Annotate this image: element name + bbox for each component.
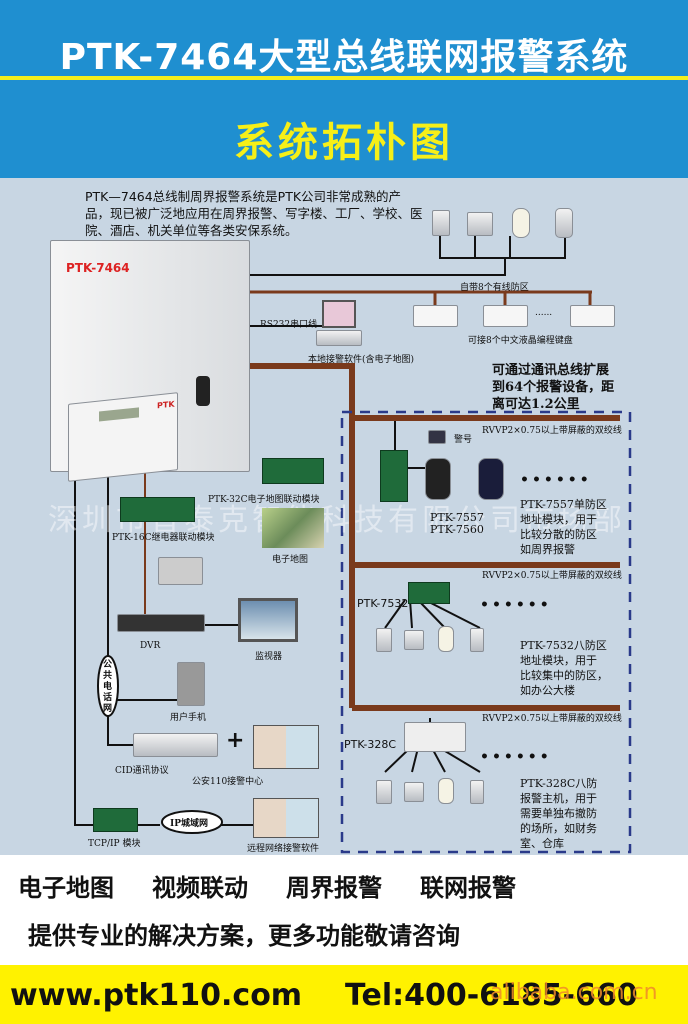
emap-image	[262, 508, 324, 548]
phone-line	[107, 475, 135, 746]
relay-module-icon	[120, 497, 195, 522]
computer-base	[316, 330, 362, 346]
intro-text: PTK—7464总线制周界报警系统是PTK公司非常成熟的产品，现已被广泛地应用在…	[85, 189, 423, 238]
address-module-icon	[380, 450, 408, 502]
local-software-label: 本地接警软件(含电子地图)	[308, 355, 415, 365]
ellipsis: ••••••	[480, 597, 552, 613]
website-link[interactable]: www.ptk110.com	[10, 978, 303, 1013]
tcpip-module-icon	[93, 808, 138, 832]
rs232-label: RS232串口线	[260, 320, 318, 330]
header-banner	[0, 0, 688, 178]
remote-software-label: 远程网络接警软件	[247, 844, 320, 854]
feature-item: 联网报警	[420, 874, 516, 902]
user-phone-label: 用户手机	[170, 713, 207, 723]
expansion-frame	[340, 410, 632, 854]
divider	[0, 76, 688, 80]
s2-description: PTK-7532八防区地址模块，用于比较集中的防区，如办公大楼	[520, 639, 608, 697]
ellipsis: ......	[535, 308, 553, 318]
footer-band	[0, 965, 688, 1024]
panel-label: PTK-7464	[66, 261, 130, 275]
wired-zone-line	[250, 258, 506, 276]
sensor-bus	[439, 236, 566, 259]
ellipsis: ••••••	[480, 749, 552, 765]
expand-note: 可通过通讯总线扩展到64个报警设备，距离可达1.2公里	[492, 363, 615, 412]
map-module-icon	[262, 458, 324, 484]
phone-net-oval	[97, 655, 119, 717]
footer-watermark: alibaba.com.cn	[490, 980, 658, 1005]
pir-detector-icon	[470, 780, 484, 804]
lcd-keypad-icon	[570, 305, 615, 327]
plus-sign: +	[226, 728, 245, 753]
emap-label: 电子地图	[272, 555, 309, 565]
pir-detector-icon	[512, 208, 530, 238]
pir-detector-icon	[470, 628, 484, 652]
cid-label: CID通讯协议	[115, 766, 169, 776]
slogan: 提供专业的解决方案，更多功能敬请咨询	[28, 922, 460, 950]
expansion-bus	[250, 363, 620, 711]
328c-host-icon	[404, 722, 466, 752]
police-center-label: 公安110接警中心	[192, 777, 264, 787]
siren-icon	[428, 430, 446, 444]
page-title: PTK-7464大型总线联网报警系统	[59, 37, 629, 78]
pir-detector-icon	[438, 778, 454, 804]
computer-icon	[322, 300, 356, 328]
mobile-phone-icon	[177, 662, 205, 706]
police-software-screen	[253, 725, 319, 769]
cable-label: RVVP2×0.75以上带屏蔽的双绞线	[482, 714, 622, 724]
panic-button-icon	[467, 212, 493, 236]
beam-detector-icon	[425, 458, 451, 500]
s3-model: PTK-328C	[344, 738, 397, 751]
lcd-keypad-icon	[413, 305, 458, 327]
feature-item: 电子地图	[18, 874, 114, 902]
keypad-bus	[250, 290, 592, 305]
page-subtitle: 系统拓朴图	[234, 120, 454, 166]
dvr-icon	[117, 614, 205, 632]
ip-net-label: IP城域网	[170, 819, 208, 829]
relay-module-label: PTK-16C继电器联动模块	[112, 533, 215, 543]
keypad: PTK	[68, 392, 178, 482]
tcpip-label: TCP/IP 模块	[88, 839, 141, 849]
camera-icon	[158, 557, 203, 585]
key-icon	[196, 376, 210, 406]
lcd-keypad-icon	[483, 305, 528, 327]
dvr-label: DVR	[140, 641, 161, 651]
phone-number: Tel:400-6185-660	[345, 978, 638, 1013]
cid-receiver-icon	[133, 733, 218, 757]
s1-description: PTK-7557单防区地址模块，用于比较分散的防区如周界报警	[520, 498, 607, 556]
remote-software-screen	[253, 798, 319, 838]
feature-list: 电子地图 视频联动 周界报警 联网报警	[18, 868, 554, 903]
pir-detector-icon	[438, 626, 454, 652]
s2-model: PTK-7532	[357, 597, 409, 610]
keypads-label: 可接8个中文液晶编程键盘	[468, 336, 573, 346]
wired-zones-label: 自带8个有线防区	[460, 283, 529, 293]
monitor-icon	[238, 598, 298, 642]
door-contact-icon	[376, 780, 392, 804]
cable-label: RVVP2×0.75以上带屏蔽的双绞线	[482, 426, 622, 436]
door-contact-icon	[376, 628, 392, 652]
beam-detector-icon	[478, 458, 504, 500]
door-contact-icon	[432, 210, 450, 236]
8-zone-module-icon	[408, 582, 450, 604]
ellipsis: ••••••	[520, 472, 592, 488]
features-band	[0, 855, 688, 965]
ip-net-oval	[161, 810, 223, 834]
map-module-label: PTK-32C电子地图联动模块	[208, 495, 320, 505]
pir-detector-icon	[555, 208, 573, 238]
keypad-brand: PTK	[157, 399, 175, 411]
feature-item: 周界报警	[286, 874, 382, 902]
phone-net-label: 公共电话网	[103, 660, 113, 714]
siren-label: 警号	[454, 435, 473, 445]
cable-label: RVVP2×0.75以上带屏蔽的双绞线	[482, 571, 622, 581]
monitor-label: 监视器	[255, 652, 283, 662]
feature-item: 视频联动	[152, 874, 248, 902]
s3-description: PTK-328C八防报警主机，用于需要单独布撤防的场所，如财务室、仓库	[520, 777, 598, 850]
panic-button-icon	[404, 630, 424, 650]
panic-button-icon	[404, 782, 424, 802]
keypad-lcd	[99, 407, 139, 422]
